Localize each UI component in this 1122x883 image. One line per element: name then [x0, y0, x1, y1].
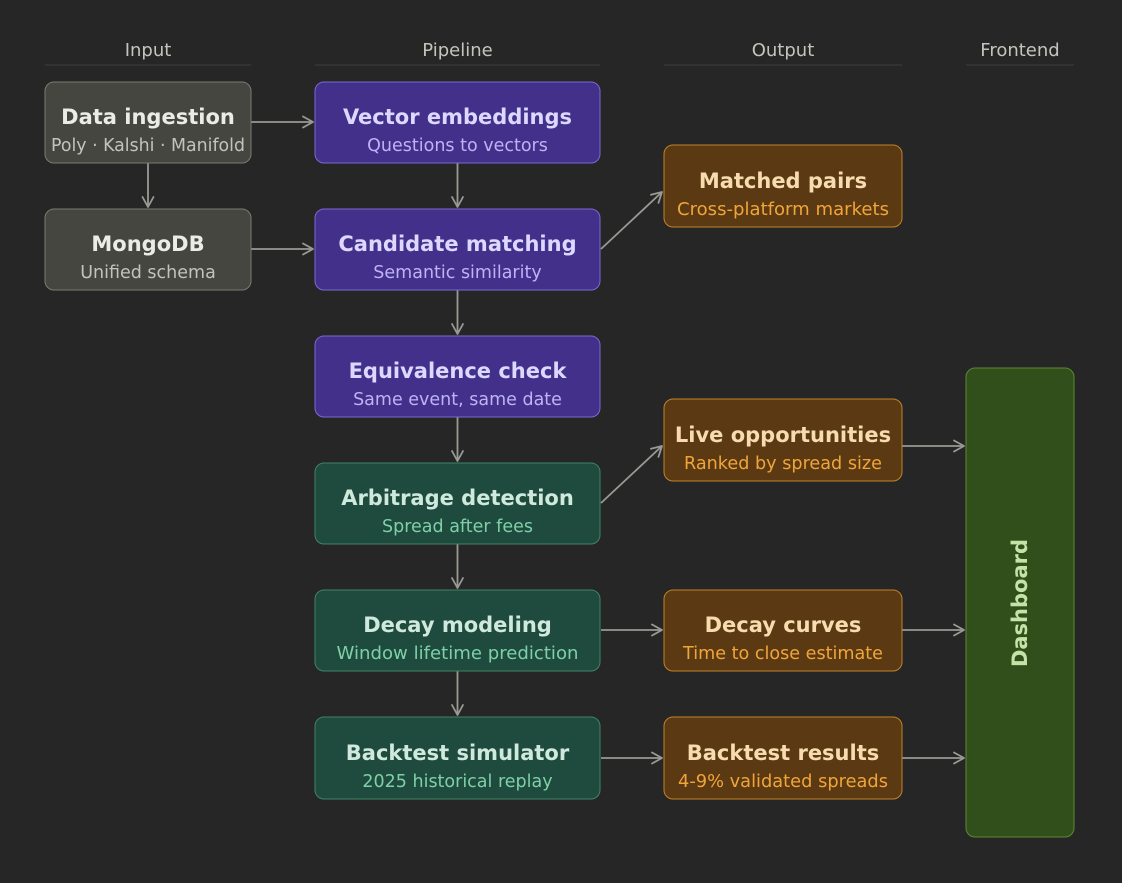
node-subtitle: Poly · Kalshi · Manifold — [51, 136, 245, 156]
node-title: Live opportunities — [675, 423, 891, 447]
node-candidate-matching: Candidate matching Semantic similarity — [314, 208, 601, 291]
node-box — [314, 589, 601, 672]
dashboard-label: Dashboard — [1008, 539, 1032, 667]
node-box — [314, 208, 601, 291]
node-box — [663, 716, 903, 800]
node-arbitrage-detection: Arbitrage detection Spread after fees — [314, 462, 601, 545]
edge-arbitrage-to-live-opportunities — [600, 445, 663, 504]
column-header-input: Input — [45, 40, 251, 66]
node-box — [663, 398, 903, 482]
node-box — [314, 462, 601, 545]
node-title: MongoDB — [91, 232, 204, 256]
node-title: Arbitrage detection — [341, 486, 574, 510]
node-data-ingestion: Data ingestion Poly · Kalshi · Manifold — [44, 81, 252, 164]
node-subtitle: Questions to vectors — [367, 136, 548, 156]
edge-matching-to-matched-pairs — [600, 191, 663, 250]
node-subtitle: 4-9% validated spreads — [678, 772, 888, 792]
node-box — [314, 335, 601, 418]
column-label-pipeline: Pipeline — [422, 40, 492, 61]
node-decay-curves: Decay curves Time to close estimate — [663, 589, 903, 672]
node-box — [314, 81, 601, 164]
node-box — [314, 716, 601, 800]
column-label-output: Output — [752, 40, 815, 61]
node-box — [965, 367, 1075, 838]
node-mongodb: MongoDB Unified schema — [44, 208, 252, 291]
node-subtitle: Semantic similarity — [373, 263, 541, 283]
node-vector-embeddings: Vector embeddings Questions to vectors — [314, 81, 601, 164]
node-title: Matched pairs — [699, 169, 867, 193]
column-header-output: Output — [664, 40, 902, 66]
node-box — [44, 208, 252, 291]
node-title: Candidate matching — [338, 232, 576, 256]
column-label-frontend: Frontend — [980, 40, 1059, 61]
node-title: Decay curves — [705, 613, 862, 637]
column-label-input: Input — [125, 40, 172, 61]
node-title: Data ingestion — [61, 105, 235, 129]
node-backtest-results: Backtest results 4-9% validated spreads — [663, 716, 903, 800]
node-title: Backtest simulator — [346, 741, 570, 765]
node-title: Backtest results — [687, 741, 880, 765]
edges — [141, 115, 965, 765]
node-matched-pairs: Matched pairs Cross-platform markets — [663, 144, 903, 228]
node-title: Equivalence check — [349, 359, 568, 383]
node-subtitle: 2025 historical replay — [362, 772, 552, 792]
node-box — [663, 144, 903, 228]
node-subtitle: Same event, same date — [353, 390, 562, 410]
node-box — [44, 81, 252, 164]
node-backtest-simulator: Backtest simulator 2025 historical repla… — [314, 716, 601, 800]
node-box — [663, 589, 903, 672]
node-decay-modeling: Decay modeling Window lifetime predictio… — [314, 589, 601, 672]
node-equivalence-check: Equivalence check Same event, same date — [314, 335, 601, 418]
column-header-pipeline: Pipeline — [315, 40, 600, 66]
node-subtitle: Time to close estimate — [682, 644, 883, 664]
node-subtitle: Ranked by spread size — [684, 454, 882, 474]
column-header-frontend: Frontend — [966, 40, 1074, 66]
node-dashboard: Dashboard — [965, 367, 1075, 838]
node-title: Vector embeddings — [343, 105, 572, 129]
node-title: Decay modeling — [363, 613, 552, 637]
node-subtitle: Cross-platform markets — [677, 200, 889, 220]
node-subtitle: Unified schema — [80, 263, 216, 283]
node-subtitle: Window lifetime prediction — [337, 644, 579, 664]
node-live-opportunities: Live opportunities Ranked by spread size — [663, 398, 903, 482]
node-subtitle: Spread after fees — [382, 517, 533, 537]
